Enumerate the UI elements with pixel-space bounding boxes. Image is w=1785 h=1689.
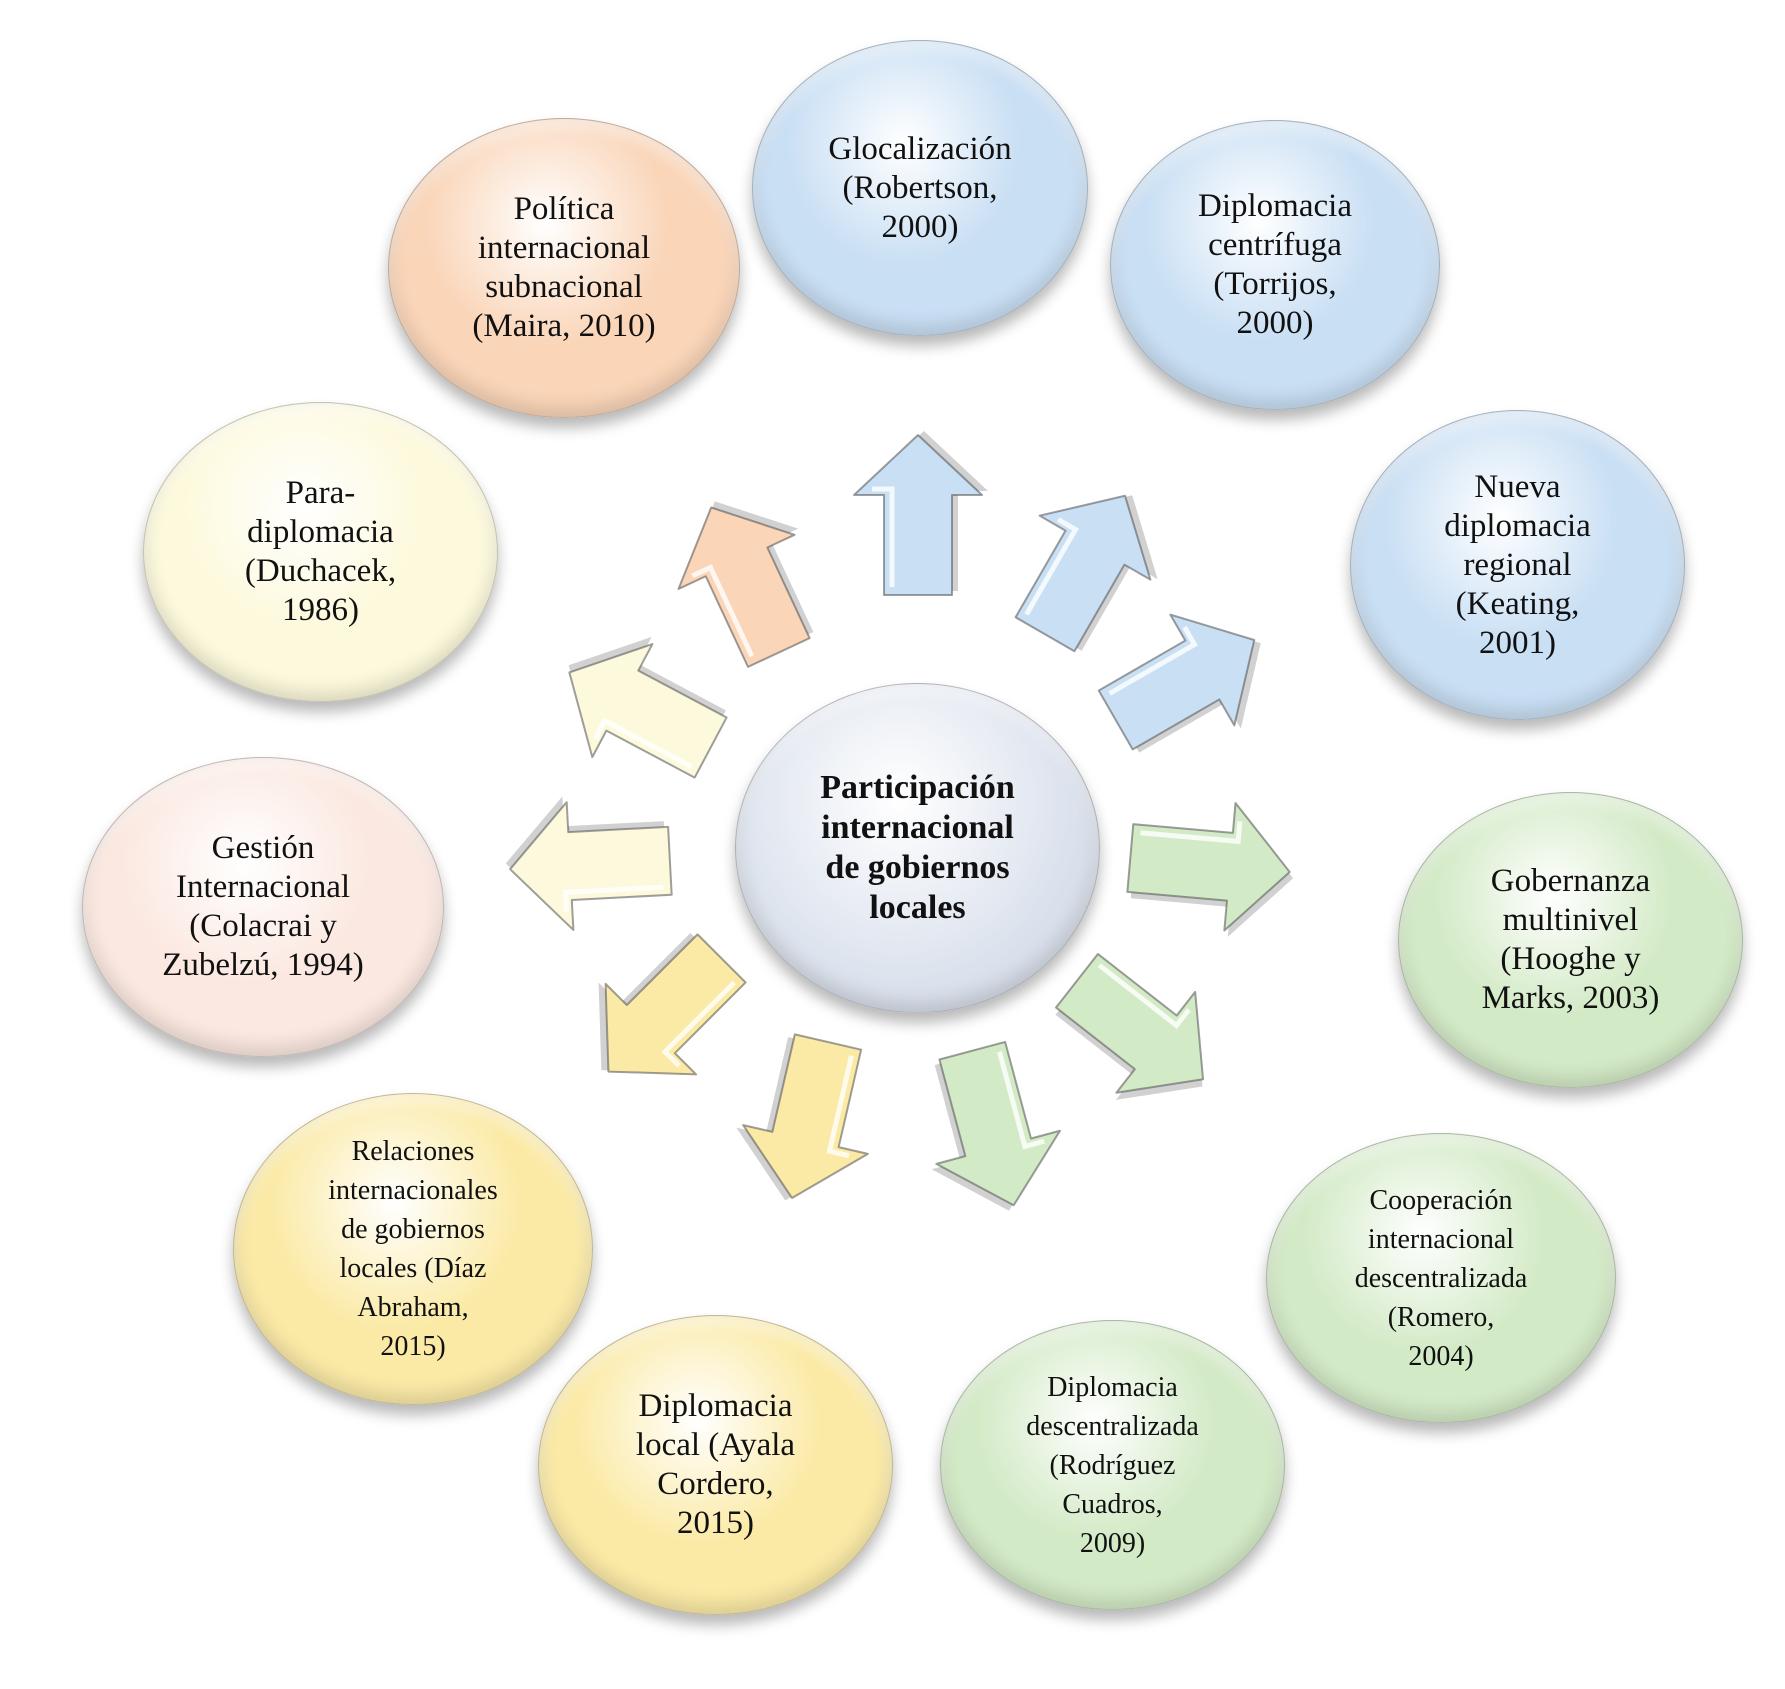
arrow-to-diplomacia-descentralizada — [931, 1040, 1061, 1211]
node-gestion-internacional: Gestión Internacional (Colacrai y Zubelz… — [82, 757, 444, 1057]
arrow-to-glocalizacion — [853, 431, 988, 596]
node-label: Gobernanza multinivel (Hooghe y Marks, 2… — [1481, 863, 1660, 1016]
node-label: Relaciones internacionales de gobiernos … — [328, 1136, 498, 1362]
node-label: Nueva diplomacia regional (Keating, 2001… — [1444, 468, 1591, 661]
node-diplomacia-centrifuga: Diplomacia centrífuga (Torrijos, 2000) — [1110, 120, 1440, 410]
center-label: Participación internacional de gobiernos… — [820, 769, 1015, 926]
node-label: Glocalización (Robertson, 2000) — [828, 130, 1012, 245]
node-label: Diplomacia local (Ayala Cordero, 2015) — [635, 1388, 796, 1541]
arrow-to-nueva-diplomacia-regional — [1097, 613, 1261, 753]
node-paradiplomacia: Para- diplomacia (Duchacek, 1986) — [143, 402, 498, 702]
center-node: Participación internacional de gobiernos… — [735, 683, 1100, 1013]
arrow-to-cooperacion-descentralizada — [1055, 952, 1205, 1100]
node-gobernanza-multinivel: Gobernanza multinivel (Hooghe y Marks, 2… — [1398, 792, 1743, 1088]
node-relaciones-internacionales: Relaciones internacionales de gobiernos … — [233, 1093, 593, 1405]
node-diplomacia-descentralizada: Diplomacia descentralizada (Rodríguez Cu… — [940, 1320, 1285, 1610]
arrow-to-relaciones-internacionales — [598, 932, 747, 1076]
node-nueva-diplomacia-regional: Nueva diplomacia regional (Keating, 2001… — [1350, 410, 1685, 720]
arrow-to-gobernanza-multinivel — [1126, 801, 1294, 937]
arrow-to-diplomacia-local — [736, 1033, 869, 1201]
node-label: Gestión Internacional (Colacrai y Zubelz… — [162, 830, 364, 983]
arrow-to-gestion-internacional — [505, 796, 673, 931]
arrow-to-politica-subnacional — [677, 501, 814, 668]
node-label: Diplomacia descentralizada (Rodríguez Cu… — [1026, 1371, 1199, 1559]
node-label: Diplomacia centrífuga (Torrijos, 2000) — [1198, 188, 1352, 341]
node-label: Para- diplomacia (Duchacek, 1986) — [244, 475, 397, 628]
node-glocalizacion: Glocalización (Robertson, 2000) — [752, 40, 1088, 336]
node-label: Política internacional subnacional (Mair… — [472, 191, 656, 344]
node-cooperacion-descentralizada: Cooperación internacional descentralizad… — [1266, 1133, 1616, 1423]
arrow-to-diplomacia-centrifuga — [1014, 494, 1158, 653]
node-label: Cooperación internacional descentralizad… — [1354, 1184, 1528, 1372]
arrow-to-paradiplomacia — [568, 636, 728, 779]
node-politica-subnacional: Política internacional subnacional (Mair… — [388, 118, 740, 418]
node-diplomacia-local: Diplomacia local (Ayala Cordero, 2015) — [538, 1315, 893, 1615]
